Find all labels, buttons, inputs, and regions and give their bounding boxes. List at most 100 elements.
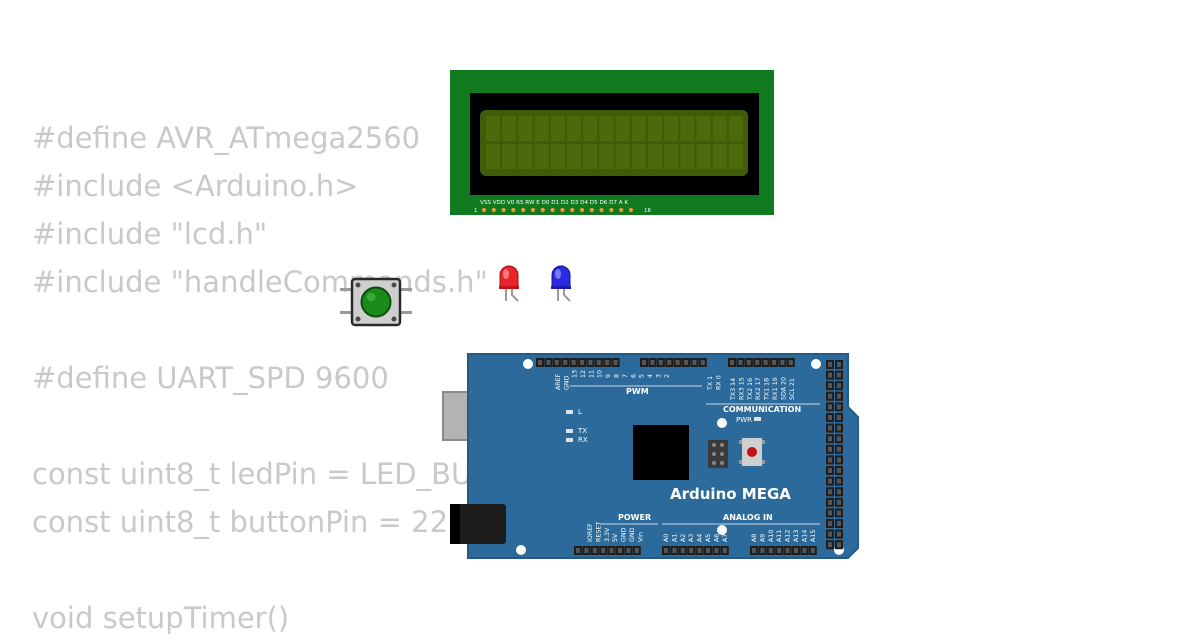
- header-pin-hole: [837, 521, 841, 526]
- code-line: #define AVR_ATmega2560: [32, 121, 421, 155]
- pwm-label: PWM: [626, 387, 649, 396]
- mounting-hole: [811, 359, 821, 369]
- header-pin-hole: [596, 360, 601, 365]
- pin-label: SDA 20: [780, 377, 787, 400]
- lcd-pin[interactable]: [589, 207, 595, 213]
- code-line: #define UART_SPD 9600: [32, 361, 389, 395]
- header-pin-hole: [755, 360, 760, 365]
- header-pin-hole: [722, 548, 727, 553]
- lcd-pin[interactable]: [598, 207, 605, 213]
- pin-label: A5: [705, 534, 712, 542]
- lcd-char-cell: [502, 116, 517, 141]
- bottom-pin-header[interactable]: [574, 546, 817, 555]
- lcd-pin[interactable]: [481, 207, 487, 213]
- header-pin-hole: [837, 436, 841, 442]
- pin-label: GND: [563, 375, 570, 390]
- header-pin-hole: [780, 360, 785, 365]
- header-pin-hole: [837, 468, 841, 473]
- lcd-pin[interactable]: [540, 207, 546, 213]
- header-pin-hole: [837, 489, 841, 495]
- lcd-char-cell: [534, 144, 549, 169]
- lcd-pin[interactable]: [549, 207, 556, 213]
- header-pin-hole: [613, 360, 618, 365]
- lcd-char-cell: [615, 144, 630, 169]
- mounting-hole: [516, 545, 526, 555]
- header-pin-hole: [837, 531, 841, 537]
- dc-power-jack[interactable]: [450, 504, 506, 544]
- lcd-char-cell: [502, 144, 517, 169]
- led-l-label: L: [578, 408, 582, 416]
- lcd-pin[interactable]: [491, 207, 497, 213]
- lcd-pin[interactable]: [559, 207, 566, 213]
- lcd-pin[interactable]: [530, 207, 536, 213]
- led-blue[interactable]: [549, 264, 575, 304]
- lcd-char-cell: [518, 116, 533, 141]
- lcd-char-cell: [729, 144, 743, 169]
- lcd-pin[interactable]: [510, 207, 517, 213]
- lcd-char-cell: [599, 116, 614, 141]
- top-pin-header[interactable]: [536, 358, 795, 367]
- header-pin-hole: [810, 548, 815, 553]
- analog-in-label: ANALOG IN: [723, 513, 773, 522]
- header-pin-hole: [752, 548, 756, 553]
- button-cap[interactable]: [360, 286, 392, 318]
- header-pin-hole: [738, 360, 743, 365]
- header-pin-hole: [837, 457, 841, 463]
- pin-label: RESET: [595, 522, 602, 542]
- lcd-pin[interactable]: [569, 207, 575, 213]
- header-pin-hole: [828, 446, 832, 452]
- lcd-pin[interactable]: [628, 207, 634, 213]
- pin-label: A8: [751, 534, 758, 542]
- header-pin-hole: [828, 489, 832, 495]
- header-pin-hole: [700, 360, 705, 365]
- button-leg: [340, 288, 354, 291]
- pin-label: 12: [580, 370, 587, 378]
- lcd-char-cell: [648, 116, 662, 141]
- lcd-char-cell: [583, 116, 598, 141]
- pwr-label: PWR: [736, 416, 752, 424]
- header-pin-hole: [588, 360, 593, 365]
- code-line: #include "handleCommands.h": [32, 265, 488, 299]
- header-pin-hole: [837, 478, 841, 484]
- pushbutton[interactable]: [340, 276, 412, 328]
- lcd-char-cell: [486, 116, 500, 141]
- right-pin-header[interactable]: [826, 360, 843, 550]
- led-tx-indicator: [566, 429, 573, 433]
- header-pin-hole: [802, 548, 807, 553]
- lcd-pin-last: 16: [644, 208, 651, 214]
- header-pin-hole: [828, 404, 832, 410]
- lcd-pin[interactable]: [500, 207, 507, 213]
- pin-label: 8: [614, 374, 621, 378]
- button-leg: [398, 288, 412, 291]
- lcd-pin[interactable]: [618, 207, 624, 213]
- pin-label: A3: [688, 534, 695, 542]
- header-pin-hole: [837, 415, 841, 420]
- lcd-pin[interactable]: [520, 207, 526, 213]
- lcd-pin[interactable]: [579, 207, 585, 213]
- pin-label: TX1 18: [764, 378, 771, 401]
- header-pin-hole: [768, 548, 773, 553]
- header-pin-hole: [554, 360, 559, 365]
- pin-label: A10: [768, 530, 775, 542]
- pin-label: 11: [588, 370, 595, 378]
- lcd-pin-header[interactable]: [481, 207, 634, 213]
- header-pin-hole: [675, 360, 680, 365]
- header-pin-hole: [837, 425, 841, 431]
- lcd-char-cell: [631, 144, 646, 169]
- reset-button[interactable]: [739, 438, 765, 466]
- header-pin-hole: [837, 393, 841, 399]
- lcd-char-cell: [534, 116, 549, 141]
- board-name: Arduino MEGA: [670, 485, 791, 503]
- lcd-pin[interactable]: [608, 207, 615, 213]
- pin-label: A14: [801, 530, 808, 542]
- header-pin-hole: [828, 510, 832, 516]
- lcd-pin-labels: VSS VDD V0 RS RW E D0 D1 D2 D3 D4 D5 D6 …: [480, 200, 628, 206]
- header-pin-hole: [837, 499, 841, 505]
- led-red[interactable]: [497, 264, 523, 304]
- pin-label: AREF: [555, 373, 562, 390]
- icsp-header[interactable]: [708, 440, 728, 468]
- lcd-pin-first: 1: [474, 208, 478, 214]
- lcd-1602-display[interactable]: VSS VDD V0 RS RW E D0 D1 D2 D3 D4 D5 D6 …: [450, 70, 774, 215]
- power-label: POWER: [618, 513, 651, 522]
